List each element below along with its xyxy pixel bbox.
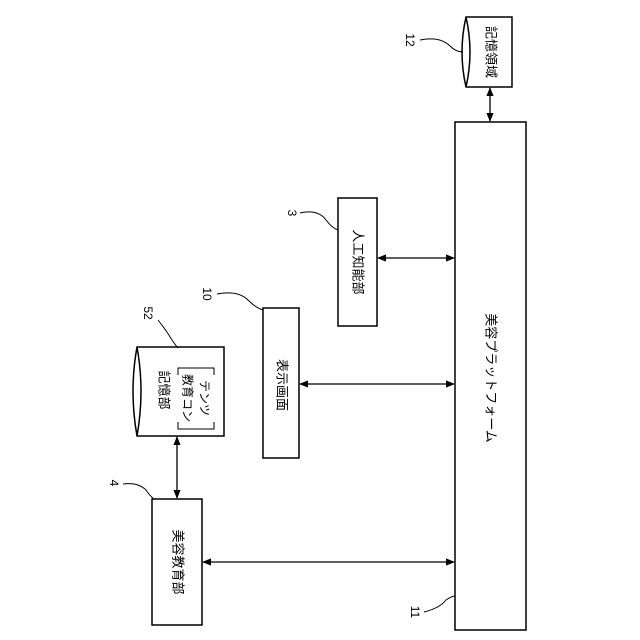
svg-text:12: 12: [403, 33, 417, 47]
svg-text:52: 52: [141, 306, 155, 320]
education-content-line2: テンツ: [198, 380, 212, 416]
ref-12: 12: [403, 33, 463, 52]
storage-unit-cylinder: 記憶部 教育コン テンツ: [133, 347, 224, 436]
display-screen-label: 表示画面: [274, 359, 289, 411]
ref-4: 4: [107, 480, 154, 499]
beauty-platform-block: 美容プラットフォーム: [455, 122, 526, 630]
storage-unit-label: 記憶部: [156, 370, 172, 409]
ref-11: 11: [408, 596, 455, 619]
ai-unit-block: 人工知能部: [338, 198, 377, 326]
ref-3: 3: [285, 210, 338, 230]
ai-unit-label: 人工知能部: [350, 229, 366, 294]
display-screen-block: 表示画面: [263, 308, 299, 458]
beauty-education-unit-block: 美容教育部: [152, 499, 202, 625]
ref-10: 10: [200, 287, 263, 310]
svg-text:3: 3: [285, 210, 299, 217]
beauty-education-unit-label: 美容教育部: [170, 529, 186, 594]
svg-text:10: 10: [200, 287, 214, 301]
beauty-platform-label: 美容プラットフォーム: [483, 313, 499, 443]
storage-area-label: 記憶領域: [483, 26, 499, 78]
svg-text:11: 11: [408, 606, 422, 619]
ref-52: 52: [141, 306, 178, 348]
svg-text:4: 4: [107, 480, 121, 487]
storage-area-cylinder: 記憶領域: [462, 17, 512, 87]
education-content-line1: 教育コン: [181, 374, 196, 422]
